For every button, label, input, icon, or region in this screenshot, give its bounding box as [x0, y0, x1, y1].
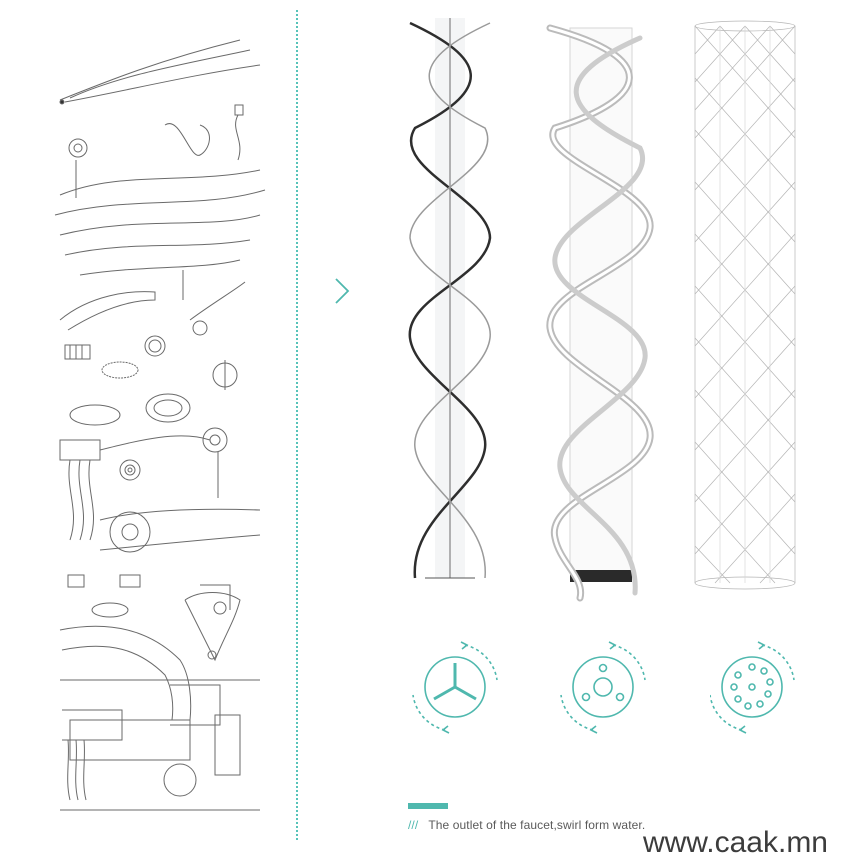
ring-holes-swirl-icon [560, 641, 646, 734]
caption-prefix: /// [408, 818, 419, 832]
twisted-ribbon-render [408, 18, 492, 579]
caption-accent-bar [408, 803, 448, 809]
three-spoke-swirl-icon [412, 641, 498, 734]
mesh-cylinder-render [694, 20, 796, 590]
pencil-sketches-panel [54, 39, 266, 811]
dot-ring-swirl-icon [710, 641, 795, 734]
spiral-tube-render [546, 24, 654, 602]
caption-text: The outlet of the faucet,swirl form wate… [428, 818, 646, 832]
dotted-divider [296, 10, 298, 840]
caption: /// The outlet of the faucet,swirl form w… [408, 818, 645, 832]
chevron-right-icon [335, 278, 350, 304]
watermark: www.caak.mn [642, 826, 828, 859]
